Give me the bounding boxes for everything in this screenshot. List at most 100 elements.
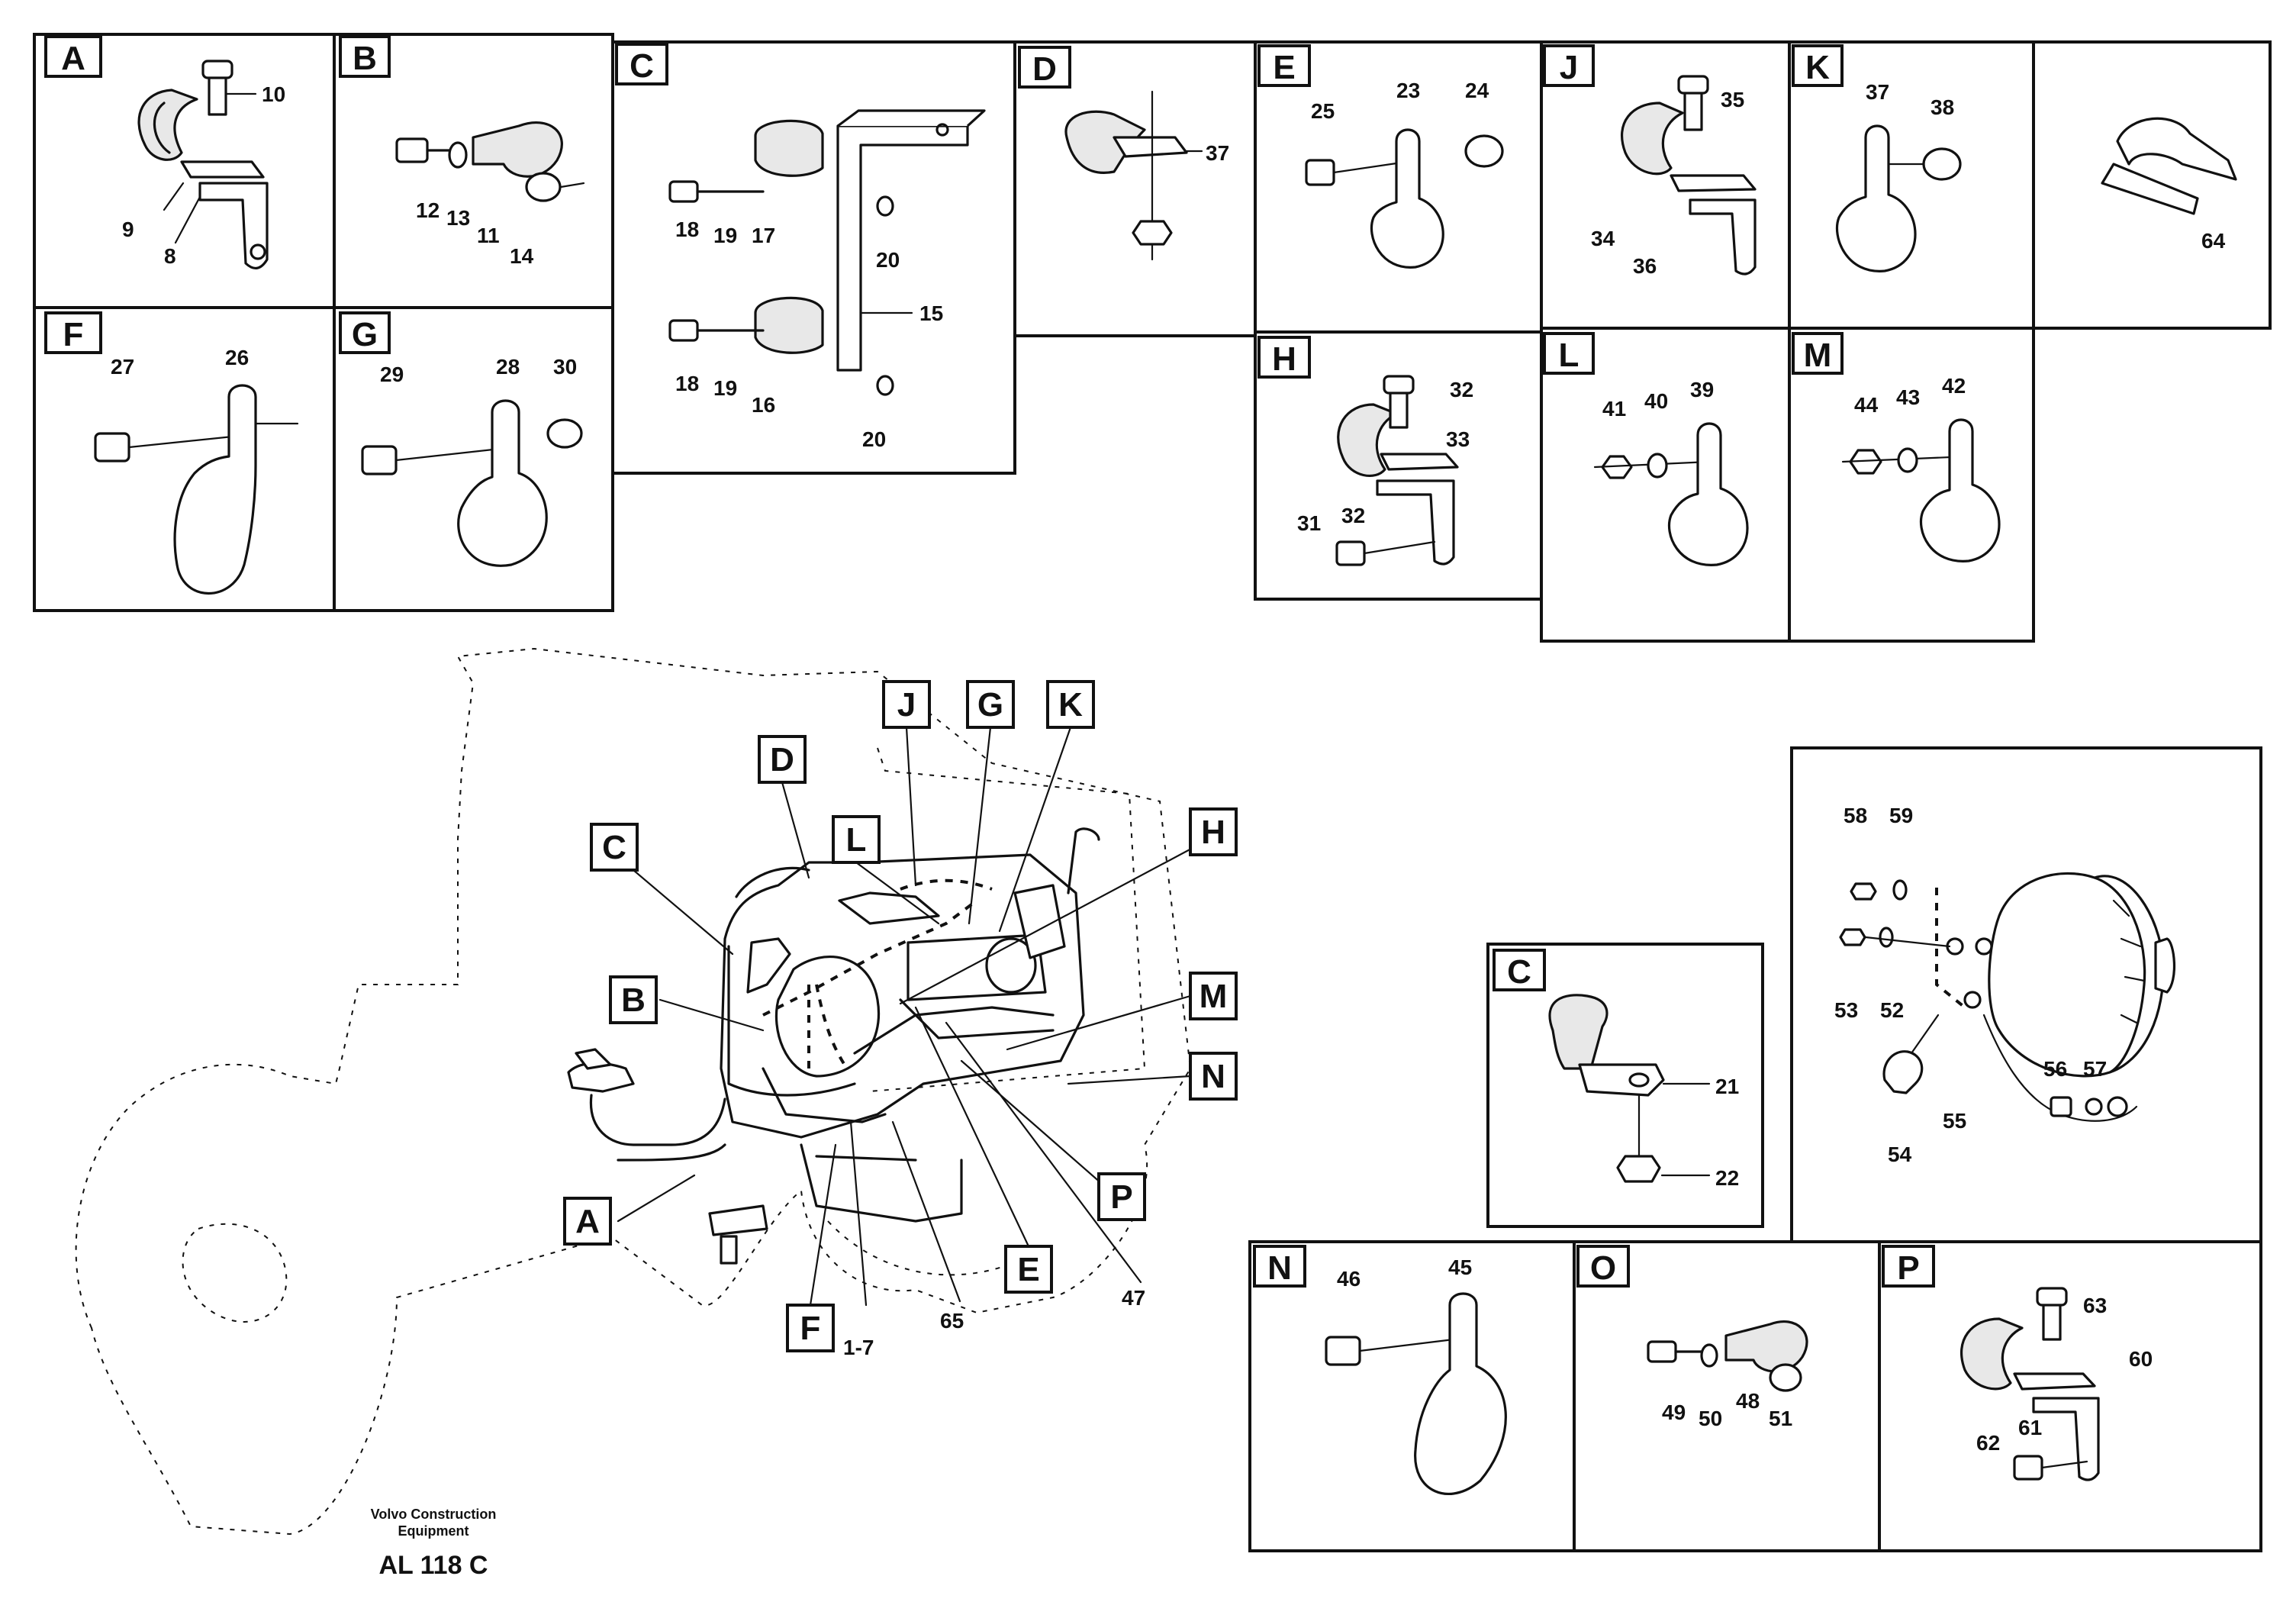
leader-lines: [617, 726, 1196, 1307]
panel-f: F 27 26: [33, 306, 336, 612]
svg-text:A: A: [61, 40, 85, 77]
svg-text:23: 23: [1396, 79, 1420, 102]
callout-m: M: [1189, 972, 1238, 1020]
brand-line-2: Equipment: [398, 1523, 469, 1539]
svg-text:K: K: [1805, 49, 1830, 86]
svg-text:49: 49: [1662, 1400, 1686, 1424]
svg-text:40: 40: [1644, 389, 1668, 413]
svg-text:20: 20: [876, 248, 900, 272]
svg-text:24: 24: [1465, 79, 1489, 102]
panel-d: D 37: [1013, 40, 1257, 337]
svg-text:G: G: [352, 316, 378, 353]
svg-text:G: G: [977, 686, 1003, 724]
svg-text:44: 44: [1854, 393, 1879, 417]
machine-outline: [75, 647, 1192, 1536]
svg-text:L: L: [1559, 337, 1580, 374]
svg-text:30: 30: [553, 355, 577, 379]
svg-text:19: 19: [713, 376, 737, 400]
svg-text:32: 32: [1450, 378, 1473, 401]
bracket-clamp-icon: [668, 109, 986, 396]
svg-text:45: 45: [1448, 1255, 1472, 1279]
callout-a: A: [563, 1197, 612, 1246]
svg-text:C: C: [1507, 953, 1531, 991]
svg-text:41: 41: [1602, 397, 1626, 421]
panel-o: O 49 50 48 51: [1573, 1240, 1881, 1552]
svg-text:25: 25: [1311, 99, 1335, 123]
cable-tie-icon: [2101, 117, 2237, 215]
panel-e: E 25 23 24: [1254, 40, 1543, 334]
callout-j: J: [882, 680, 931, 729]
svg-text:61: 61: [2018, 1416, 2042, 1439]
bolt-clamp-icon: [1647, 1320, 1808, 1392]
svg-text:C: C: [602, 829, 626, 866]
svg-text:E: E: [1273, 49, 1295, 86]
svg-text:H: H: [1272, 340, 1296, 378]
clamp-nut-icon: [1548, 994, 1711, 1183]
p-clip-screw-icon: [1835, 124, 1962, 272]
drawing-code: AL 118 C: [378, 1551, 488, 1580]
svg-text:29: 29: [380, 363, 404, 386]
svg-text:39: 39: [1690, 378, 1714, 401]
svg-text:10: 10: [262, 82, 285, 106]
svg-text:L: L: [846, 821, 867, 859]
callout-number-47: 47: [1122, 1286, 1145, 1310]
p-clip-bolt-nut-icon: [361, 399, 583, 567]
panel-c-main: C 18 19 17 20 15 18 19 16 20: [611, 40, 1016, 475]
svg-text:21: 21: [1715, 1075, 1739, 1098]
svg-text:P: P: [1897, 1249, 1919, 1287]
callout-h: H: [1189, 807, 1238, 856]
svg-text:8: 8: [164, 244, 176, 268]
svg-text:59: 59: [1889, 804, 1913, 827]
svg-text:36: 36: [1633, 254, 1657, 278]
svg-text:48: 48: [1736, 1389, 1760, 1413]
svg-text:28: 28: [496, 355, 520, 379]
svg-text:37: 37: [1206, 141, 1229, 165]
p-clip-nut-icon: [1841, 418, 2001, 562]
panel-cable-tie: 64: [2032, 40, 2272, 330]
panel-l: L 41 40 39: [1540, 327, 1791, 643]
svg-text:J: J: [897, 686, 916, 724]
svg-text:11: 11: [477, 224, 500, 247]
svg-text:13: 13: [446, 206, 470, 230]
svg-text:60: 60: [2129, 1347, 2153, 1371]
callout-n: N: [1189, 1052, 1238, 1101]
svg-text:D: D: [770, 741, 794, 778]
svg-text:58: 58: [1844, 804, 1867, 827]
bolt-clamp-icon: [395, 121, 585, 202]
svg-text:12: 12: [416, 198, 440, 222]
callout-g: G: [966, 680, 1015, 729]
callout-number-65: 65: [940, 1309, 964, 1333]
svg-text:19: 19: [713, 224, 737, 247]
svg-text:50: 50: [1699, 1407, 1722, 1430]
svg-text:N: N: [1201, 1058, 1225, 1095]
svg-text:K: K: [1058, 686, 1083, 724]
svg-text:27: 27: [111, 355, 134, 379]
svg-text:17: 17: [752, 224, 775, 247]
p-clip-bolt-icon: [94, 384, 299, 595]
callout-k: K: [1046, 680, 1095, 729]
svg-text:18: 18: [675, 372, 699, 395]
callout-f: F: [786, 1304, 835, 1352]
svg-text:57: 57: [2083, 1057, 2107, 1081]
svg-text:46: 46: [1337, 1267, 1361, 1291]
svg-text:B: B: [353, 40, 377, 77]
svg-text:35: 35: [1721, 88, 1744, 111]
svg-text:34: 34: [1591, 227, 1615, 250]
svg-text:C: C: [630, 47, 654, 85]
svg-text:M: M: [1804, 337, 1832, 374]
callout-b: B: [609, 975, 658, 1024]
callout-e: E: [1004, 1245, 1053, 1294]
svg-text:51: 51: [1769, 1407, 1792, 1430]
clamp-bracket-icon: [1335, 375, 1459, 566]
p-clip-nut-icon: [1593, 422, 1749, 566]
callout-d: D: [758, 735, 807, 784]
engine-assembly: [567, 827, 1100, 1265]
svg-text:62: 62: [1976, 1431, 2000, 1455]
panel-j: J 35 34 36: [1540, 40, 1791, 330]
svg-text:52: 52: [1880, 998, 1904, 1022]
svg-text:31: 31: [1297, 511, 1321, 535]
panel-a: A 10 9 8: [33, 33, 336, 309]
svg-text:26: 26: [225, 346, 249, 369]
svg-text:63: 63: [2083, 1294, 2107, 1317]
alternator-icon: [1839, 872, 2175, 1122]
